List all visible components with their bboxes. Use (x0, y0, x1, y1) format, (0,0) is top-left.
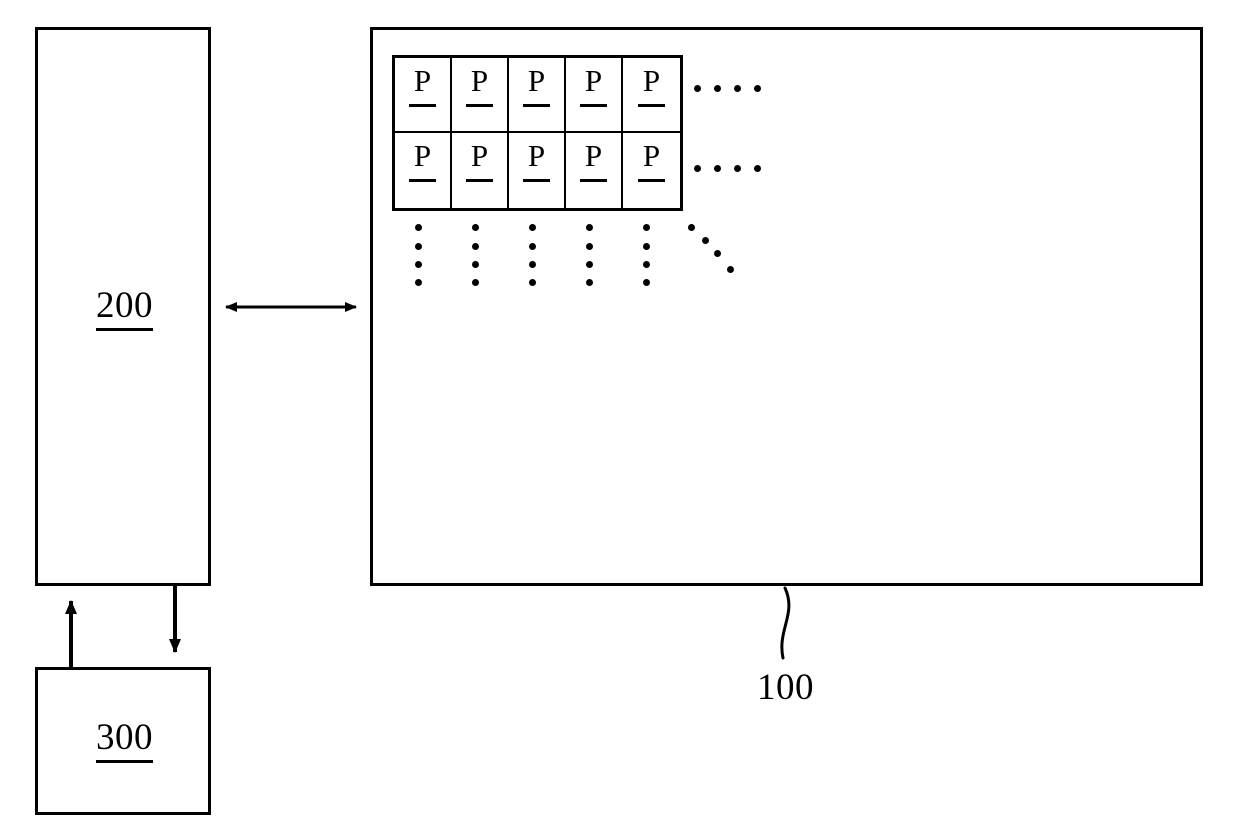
column-ellipsis-dot (586, 279, 593, 286)
pixel-cell-underbar (409, 104, 436, 108)
pixel-cell-label: P (527, 63, 546, 98)
pixel-cell-label: P (584, 63, 603, 98)
row-ellipsis-dot (714, 165, 721, 172)
column-ellipsis-dot (643, 243, 650, 250)
diagonal-ellipsis-dot (727, 266, 734, 273)
pixel-cell-underbar (580, 104, 607, 108)
column-ellipsis-dot (529, 279, 536, 286)
row-ellipsis-dot (734, 85, 741, 92)
diagonal-ellipsis-dot (702, 237, 709, 244)
pixel-cell-label: P (642, 63, 661, 98)
pixel-cell-underbar (409, 179, 436, 183)
pixel-cell-underbar (466, 179, 493, 183)
column-ellipsis-dot (415, 243, 422, 250)
block-200-driver (35, 27, 211, 586)
pixel-cell-underbar (638, 179, 665, 183)
pixel-cell: P (452, 58, 509, 133)
pixel-cell-underbar (580, 179, 607, 183)
column-ellipsis-dot (415, 261, 422, 268)
column-ellipsis-dot (643, 261, 650, 268)
reference-label-200: 200 (96, 287, 153, 331)
pixel-cell-underbar (523, 179, 550, 183)
pixel-cell: P (509, 58, 566, 133)
column-ellipsis-dot (415, 279, 422, 286)
pixel-cell: P (566, 133, 623, 208)
reference-label-300: 300 (96, 719, 153, 763)
pixel-cell: P (623, 58, 680, 133)
pixel-grid-row: P P P P P (395, 58, 680, 133)
row-ellipsis-dot (734, 165, 741, 172)
row-ellipsis-dot (694, 165, 701, 172)
row-ellipsis-dot (694, 85, 701, 92)
diagonal-ellipsis-dot (688, 224, 695, 231)
pixel-cell-underbar (638, 104, 665, 108)
row-ellipsis-dot (754, 165, 761, 172)
pixel-cell-label: P (470, 63, 489, 98)
pixel-cell: P (566, 58, 623, 133)
column-ellipsis-dot (472, 279, 479, 286)
pixel-grid: P P P P P P (392, 55, 683, 211)
column-ellipsis-dot (643, 224, 650, 231)
column-ellipsis-dot (415, 224, 422, 231)
pixel-cell-label: P (527, 138, 546, 173)
column-ellipsis-dot (529, 261, 536, 268)
pixel-cell-underbar (466, 104, 493, 108)
diagonal-ellipsis-dot (714, 250, 721, 257)
column-ellipsis-dot (586, 224, 593, 231)
leader-line-100 (780, 586, 791, 660)
pixel-cell-underbar (523, 104, 550, 108)
column-ellipsis-dot (586, 243, 593, 250)
column-ellipsis-dot (529, 224, 536, 231)
pixel-cell-label: P (584, 138, 603, 173)
column-ellipsis-dot (472, 261, 479, 268)
row-ellipsis-dot (714, 85, 721, 92)
pixel-grid-row: P P P P P (395, 133, 680, 208)
block-300-host (35, 667, 211, 815)
column-ellipsis-dot (529, 243, 536, 250)
pixel-cell: P (395, 58, 452, 133)
pixel-cell: P (395, 133, 452, 208)
column-ellipsis-dot (586, 261, 593, 268)
pixel-cell-label: P (642, 138, 661, 173)
row-ellipsis-dot (754, 85, 761, 92)
column-ellipsis-dot (472, 224, 479, 231)
pixel-cell: P (509, 133, 566, 208)
pixel-cell: P (452, 133, 509, 208)
reference-label-100: 100 (757, 667, 814, 708)
pixel-cell-label: P (413, 138, 432, 173)
column-ellipsis-dot (472, 243, 479, 250)
pixel-cell: P (623, 133, 680, 208)
pixel-cell-label: P (470, 138, 489, 173)
column-ellipsis-dot (643, 279, 650, 286)
pixel-cell-label: P (413, 63, 432, 98)
